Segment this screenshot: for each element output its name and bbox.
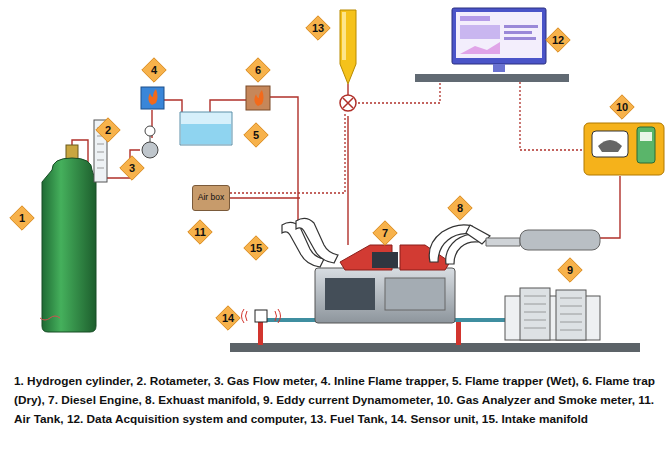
callout-diamond: 5 <box>243 122 269 148</box>
callout-number: 9 <box>567 264 573 276</box>
callout-number: 15 <box>250 242 262 254</box>
callout-diamond: 1 <box>9 205 35 231</box>
callout-diamond: 9 <box>557 257 583 283</box>
callout-number: 10 <box>616 101 628 113</box>
callout-diamond: 8 <box>447 195 473 221</box>
callout-number: 1 <box>19 212 25 224</box>
callout-diamond: 11 <box>187 219 213 245</box>
callout-diamond: 14 <box>215 305 241 331</box>
callout-number: 8 <box>457 202 463 214</box>
callout-diamond: 13 <box>305 15 331 41</box>
callout-diamond: 3 <box>119 155 145 181</box>
callout-number: 14 <box>222 312 234 324</box>
callout-number: 2 <box>105 124 111 136</box>
callout-diamond: 15 <box>243 235 269 261</box>
figure-caption: 1. Hydrogen cylinder, 2. Rotameter, 3. G… <box>14 372 656 429</box>
callout-diamond: 10 <box>609 94 635 120</box>
callout-diamond: 2 <box>95 117 121 143</box>
callout-number: 5 <box>253 129 259 141</box>
callout-diamond: 6 <box>245 57 271 83</box>
callout-number: 4 <box>151 64 157 76</box>
callout-number: 13 <box>312 22 324 34</box>
box-label: Air box <box>198 193 224 203</box>
callout-diamond: 4 <box>141 57 167 83</box>
callout-number: 12 <box>552 34 564 46</box>
callout-number: 3 <box>129 162 135 174</box>
callout-diamond: 12 <box>545 27 571 53</box>
callout-number: 6 <box>255 64 261 76</box>
callout-number: 11 <box>194 226 206 238</box>
callout-diamond: 7 <box>372 220 398 246</box>
air-box: Air box <box>192 185 230 211</box>
callout-number: 7 <box>382 227 388 239</box>
